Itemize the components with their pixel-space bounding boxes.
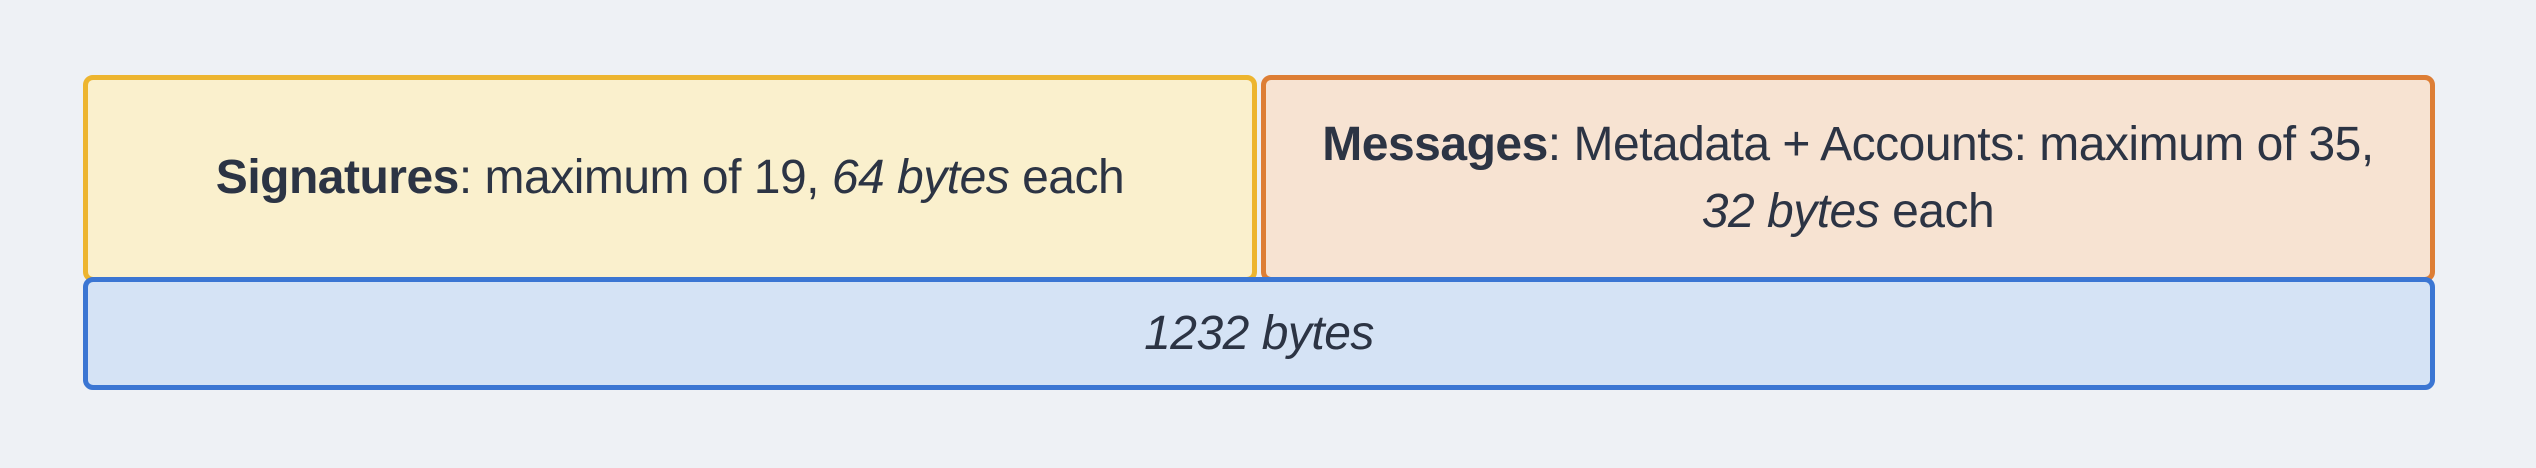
messages-label-bold: Messages <box>1322 118 1548 172</box>
signatures-label-mid: : maximum of 19, <box>458 151 832 205</box>
total-bytes-label: 1232 bytes <box>1144 307 1374 360</box>
top-row: Signatures: maximum of 19, 64 bytes each… <box>83 75 2435 282</box>
total-bytes-box: 1232 bytes <box>83 277 2435 390</box>
messages-label: Messages: Metadata + Accounts: maximum o… <box>1322 112 2374 244</box>
signatures-label-italic: 64 bytes <box>831 151 1010 205</box>
signatures-label-tail: each <box>1009 151 1125 205</box>
messages-label-tail: each <box>1879 184 1995 238</box>
messages-label-mid: : Metadata + Accounts: maximum of 35, <box>1547 118 2374 172</box>
messages-box: Messages: Metadata + Accounts: maximum o… <box>1261 75 2435 282</box>
signatures-box: Signatures: maximum of 19, 64 bytes each <box>83 75 1257 282</box>
messages-label-italic: 32 bytes <box>1701 184 1880 238</box>
transaction-size-diagram: Signatures: maximum of 19, 64 bytes each… <box>83 75 2435 390</box>
signatures-label-bold: Signatures <box>215 151 460 205</box>
signatures-label: Signatures: maximum of 19, 64 bytes each <box>215 145 1125 211</box>
